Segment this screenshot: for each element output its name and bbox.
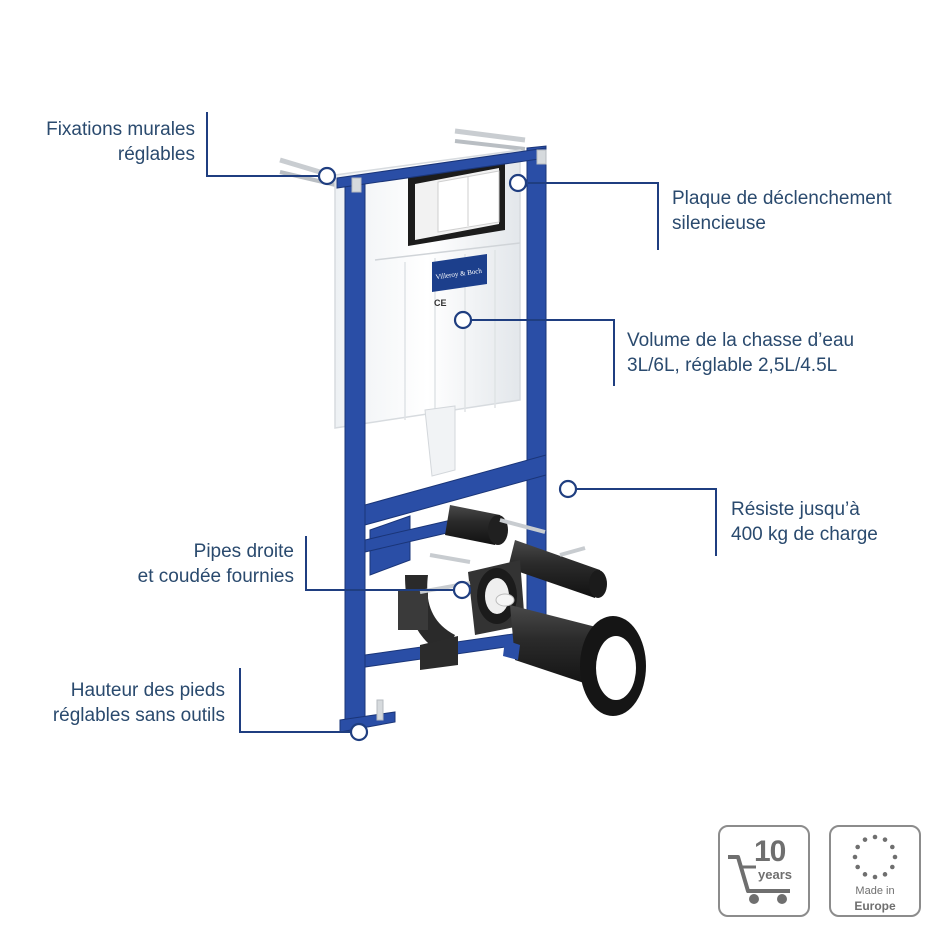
eu-star <box>862 837 868 842</box>
ce-mark: CE <box>434 298 447 308</box>
feet-leader <box>239 668 351 733</box>
brand-label: Villeroy & Boch CE <box>432 254 487 308</box>
eu-star <box>872 834 878 840</box>
callout-markers <box>317 166 578 742</box>
pipes <box>398 505 646 716</box>
feet-marker <box>349 722 369 742</box>
load-marker <box>558 479 578 499</box>
pipes-marker <box>452 580 472 600</box>
europe-label: Europe <box>854 899 896 913</box>
eu-star <box>872 874 878 880</box>
eu-stars-icon <box>852 834 898 880</box>
eu-star <box>852 854 858 860</box>
callout-flush-plate: Plaque de déclenchement silencieuse <box>672 188 892 234</box>
eu-star <box>882 872 888 877</box>
eu-star <box>855 864 860 870</box>
callout-load: Résiste jusqu’à 400 kg de charge <box>731 499 878 545</box>
made-in-label: Made in <box>855 885 895 897</box>
warranty-years-number: 10 <box>754 835 786 868</box>
pipes-leader <box>305 536 453 591</box>
callout-flush-volume: Volume de la chasse d’eau 3L/6L, réglabl… <box>627 330 855 376</box>
wall-fixings-leader <box>206 112 321 177</box>
warranty-badge: 10 years <box>718 825 810 917</box>
flush-plate-leader <box>528 182 659 250</box>
frame-side-brackets <box>351 149 547 721</box>
made-in-europe-badge: Made in Europe <box>829 825 921 917</box>
flush-plate-marker <box>508 173 528 193</box>
callout-lines <box>206 112 717 733</box>
eu-star <box>862 872 868 877</box>
callout-pipes: Pipes droite et coudée fournies <box>137 541 294 587</box>
flush-volume-marker <box>453 310 473 330</box>
callout-feet: Hauteur des pieds réglables sans outils <box>52 680 225 726</box>
load-leader <box>576 488 717 556</box>
flush-volume-leader <box>471 319 615 386</box>
callout-wall-fixings: Fixations murales réglables <box>46 119 195 165</box>
eu-star <box>882 837 888 842</box>
eu-star <box>890 864 895 870</box>
eu-star <box>855 844 860 850</box>
flush-plate <box>408 160 505 246</box>
warranty-years-unit: years <box>758 867 792 882</box>
eu-star <box>890 844 895 850</box>
shopping-cart-icon <box>728 855 790 904</box>
eu-star <box>892 854 898 860</box>
wall-fixings-marker <box>317 166 337 186</box>
